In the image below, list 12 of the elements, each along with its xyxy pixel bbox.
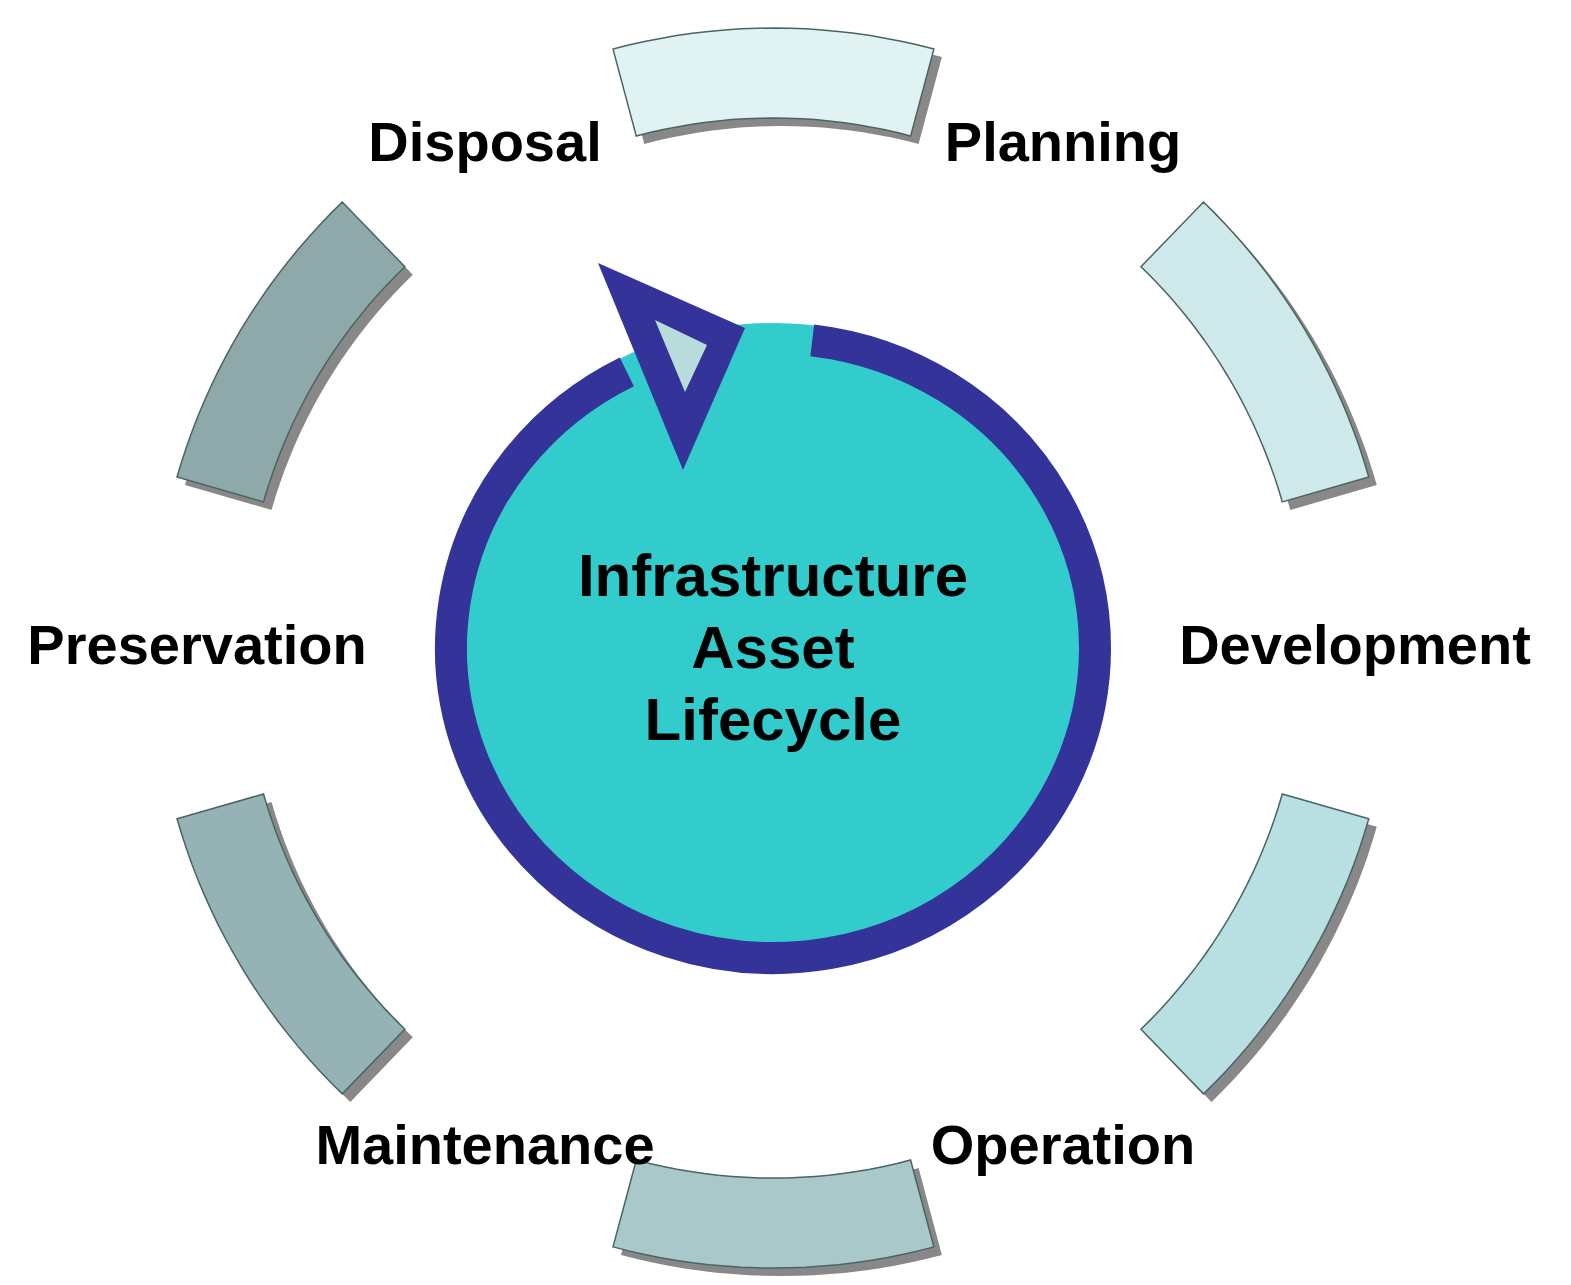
arc-segment [177, 202, 413, 510]
arc-segment [1141, 794, 1377, 1102]
arc-segment [177, 794, 413, 1102]
phase-label: Maintenance [315, 1114, 655, 1176]
phase-label: Disposal [368, 111, 602, 173]
arc-segment [1141, 202, 1377, 510]
phase-label: Operation [930, 1114, 1196, 1176]
center-title: Infrastructure Asset Lifecycle [577, 541, 969, 755]
arc-segment [612, 28, 942, 145]
phase-label: Development [1179, 614, 1531, 676]
phase-label: Planning [944, 111, 1182, 173]
phase-label: Preservation [27, 614, 367, 676]
